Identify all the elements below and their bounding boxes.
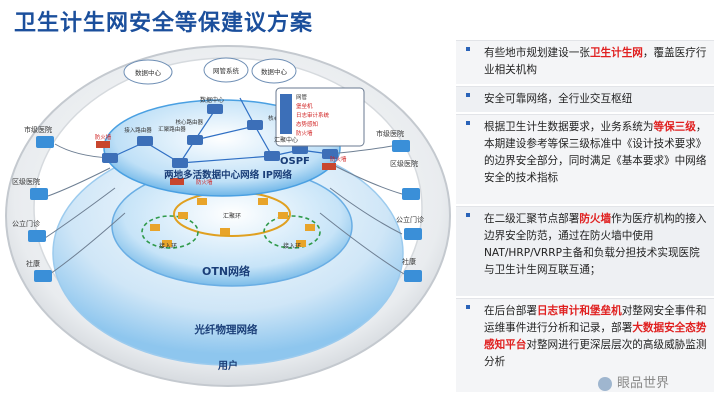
legend-title: 汇聚中心 [274,136,298,144]
legend-item-1: 网管 [296,93,308,101]
bullet-icon [466,121,470,125]
site-left-label-3: 公立门诊 [12,219,40,228]
access-ring-left-shape [141,215,199,249]
panel-text: 作为医疗机构的接入边界安全防范，通过在防火墙中使用NAT/HRP/VRRP主备和… [484,213,707,276]
otn-ring-nodes [150,198,315,247]
site-left-4: 社康 [26,259,52,282]
network-diagram: 数据中心 网管系统 数据中心 数据中心 核心路由器 核心路由器 汇聚路由器 接入… [5,45,451,387]
site-left-label-1: 市级医院 [24,125,52,134]
panel-text: 对整网进行更深层层次的高级威胁监测分析 [484,339,707,368]
site-right-label-2: 区级医院 [390,159,418,168]
bullet-icon [466,93,470,97]
bullet-icon [466,305,470,309]
users-label: 用户 [217,359,238,372]
panel-item-4: 在二级汇聚节点部署防火墙作为医疗机构的接入边界安全防范，通过在防火墙中使用NAT… [456,206,714,296]
site-left-2: 区级医院 [12,177,48,200]
site-right-label-3: 公立门诊 [396,215,424,224]
access-router-label: 接入路由器 [124,126,152,134]
aggregation-router-icon: 汇聚路由器 [158,125,203,145]
highlight-text: 日志审计和堡垒机 [536,305,622,317]
watermark-logo-icon [598,376,612,391]
site-left-label-2: 区级医院 [12,177,40,186]
site-left-label-4: 社康 [26,259,40,268]
highlight-text: 等保三级 [653,121,696,133]
aggregation-router-label: 汇聚路由器 [158,125,186,133]
site-right-1: 市级医院 [376,129,410,152]
core-router-icon-1: 核心路由器 [175,104,223,126]
panel-text: ，本期建设参考等保三级标准中《设计技术要求》的边界安全部分，同时满足《基本要求》… [484,121,707,184]
panel-item-5: 在后台部署日志审计和堡垒机对整网安全事件和运维事件进行分析和记录，部署大数据安全… [456,298,714,392]
site-left-1: 市级医院 [24,125,54,148]
highlight-text: 大数据安全态势感知平台 [484,322,707,351]
access-ring-right-shape [263,215,321,249]
info-panel: 有些地市规划建设一张卫生计生网，覆盖医疗行业相关机构安全可靠网络，全行业交互枢纽… [456,40,714,392]
panel-text: ，覆盖医疗行业相关机构 [484,47,707,76]
firewall-icon-right: 防火墙 [322,155,347,170]
datacenter-label-top: 数据中心 [200,96,224,104]
panel-text: 安全可靠网络，全行业交互枢纽 [484,93,633,105]
network-system-cloud: 网管系统 [203,57,249,83]
firewall-label-left: 防火墙 [95,133,112,141]
panel-item-3: 根据卫生计生数据要求，业务系统为等保三级，本期建设参考等保三级标准中《设计技术要… [456,114,714,204]
access-ring-right-label: 接入环 [283,242,301,250]
site-right-3: 公立门诊 [396,215,424,240]
datacenter-label-2: 数据中心 [261,67,288,76]
legend-item-2: 堡垒机 [296,102,313,110]
firewall-label-center: 防火墙 [196,178,213,186]
otn-network-label: OTN网络 [202,264,250,278]
network-system-label: 网管系统 [213,66,240,75]
panel-text: 对整网安全事件和运维事件进行分析和记录，部署 [484,305,707,334]
panel-text: 根据卫生计生数据要求，业务系统为 [484,121,654,133]
site-right-label-1: 市级医院 [376,129,404,138]
watermark: 眼品世界 [598,372,716,394]
site-links [44,143,405,275]
site-right-label-4: 社康 [402,257,416,266]
watermark-text: 眼品世界 [617,376,670,391]
site-right-4: 社康 [402,257,422,282]
legend-item-5: 防火墙 [296,129,313,137]
page-title: 卫生计生网安全等保建议方案 [14,11,314,36]
datacenter-cloud-2: 数据中心 [251,58,297,84]
firewall-label-right: 防火墙 [330,155,347,163]
datacenter-label-1: 数据中心 [135,68,162,77]
datacenter-cloud-1: 数据中心 [123,59,173,85]
firewall-icon-center: 防火墙 [170,178,213,186]
legend-item-3: 日志审计系统 [296,111,330,119]
site-left-3: 公立门诊 [12,219,46,242]
panel-text: 有些地市规划建设一张 [484,47,590,59]
security-center-legend: 汇聚中心 网管 堡垒机 日志审计系统 态势感知 防火墙 [274,87,365,147]
site-right-2: 区级医院 [390,159,420,200]
panel-text: 在二级汇聚节点部署 [484,213,580,225]
core-router-label-1: 核心路由器 [175,118,203,126]
bullet-icon [466,213,470,217]
panel-text: 在后台部署 [484,305,537,317]
ip-network-label: 两地多活数据中心网络 IP网络 [164,169,292,181]
panel-item-2: 安全可靠网络，全行业交互枢纽 [456,86,714,112]
aggregation-ring-label: 汇聚环 [223,212,241,220]
highlight-text: 卫生计生网 [589,47,643,59]
fiber-network-label: 光纤物理网络 [194,323,258,336]
bullet-icon [466,47,470,51]
panel-item-1: 有些地市规划建设一张卫生计生网，覆盖医疗行业相关机构 [456,40,714,84]
highlight-text: 防火墙 [579,213,612,225]
legend-item-4: 态势感知 [296,120,318,128]
ospf-label: OSPF [280,156,310,167]
firewall-icon-left: 防火墙 [95,133,112,148]
access-router-icon: 接入路由器 [124,126,153,146]
access-ring-left-label: 接入环 [159,242,177,250]
